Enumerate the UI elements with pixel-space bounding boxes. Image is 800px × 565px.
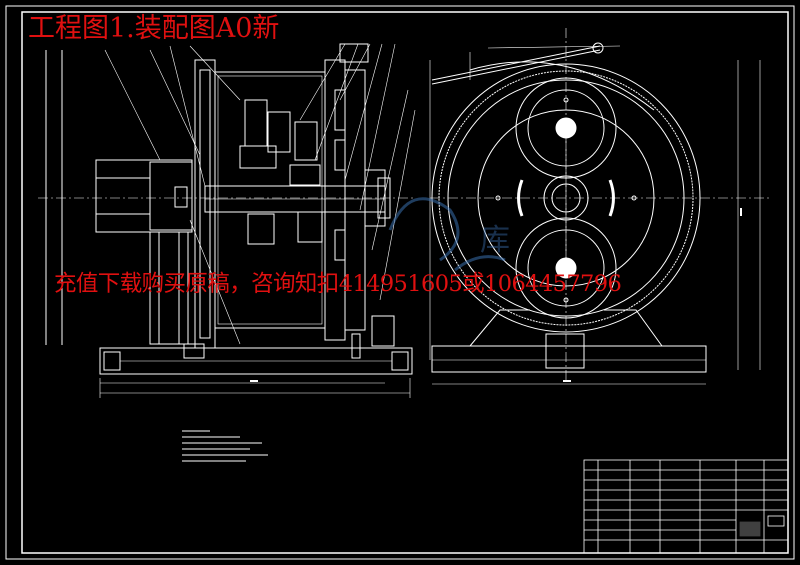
front-view [429,42,761,385]
side-view [45,43,416,398]
title-overlay: 工程图1.装配图A0新 [28,13,280,44]
svg-text:库: 库 [480,223,510,258]
title-block [583,459,789,554]
technical-notes [182,430,268,462]
purchase-contact-overlay: 充值下载购买原稿，咨询知扣414951605或1064457796 [54,271,622,297]
center-lines [38,28,770,380]
watermark-logo: 库 [388,197,510,272]
drawing-frame [5,5,795,560]
dimension-ticks [250,208,742,382]
